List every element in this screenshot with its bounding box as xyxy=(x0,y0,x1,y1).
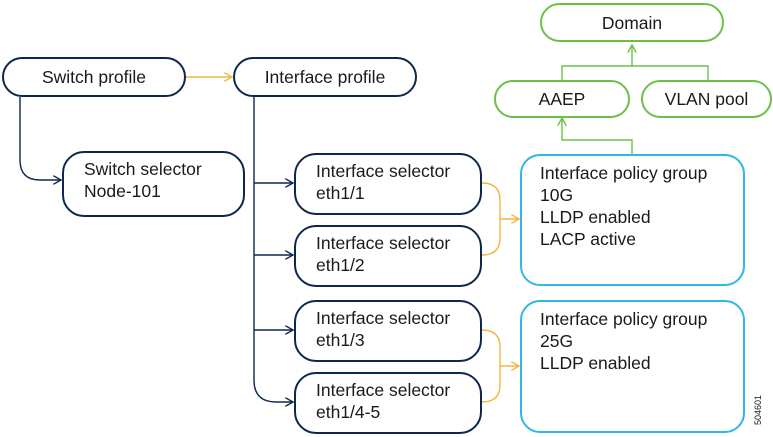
interface-profile-label: Interface profile xyxy=(264,67,386,87)
interface-selector-port: eth1/4-5 xyxy=(316,402,381,422)
switch-profile-label: Switch profile xyxy=(41,67,147,87)
connector-aaep-vlan-to-domain xyxy=(561,65,709,80)
switch-selector-title: Switch selector xyxy=(84,159,202,179)
policy-group-speed: 25G xyxy=(540,331,574,351)
interface-selector-port: eth1/3 xyxy=(316,330,365,350)
interface-selector-title: Interface selector xyxy=(316,161,451,181)
policy-group-title: Interface policy group xyxy=(540,309,708,329)
interface-selector-port: eth1/2 xyxy=(316,255,365,275)
vlan-pool-label: VLAN pool xyxy=(664,89,749,109)
bracket-selectors-to-policy-25g xyxy=(481,329,501,403)
policy-group-25g: Interface policy group 25G LLDP enabled xyxy=(520,300,745,433)
aaep-node: AAEP xyxy=(494,80,630,118)
domain-label: Domain xyxy=(601,12,663,33)
interface-profile-node: Interface profile xyxy=(233,57,417,97)
interface-selector-eth1-4-5: Interface selector eth1/4-5 xyxy=(294,372,482,434)
policy-group-speed: 10G xyxy=(540,185,574,205)
policy-group-lacp: LACP active xyxy=(540,229,636,249)
aaep-label: AAEP xyxy=(538,89,586,109)
domain-node: Domain xyxy=(540,3,724,42)
connector-policy-to-aaep xyxy=(562,118,633,154)
switch-profile-node: Switch profile xyxy=(2,57,186,97)
connector-switch-profile-to-selector xyxy=(19,97,61,180)
figure-id: 504601 xyxy=(753,394,763,425)
switch-selector-node-id: Node-101 xyxy=(84,181,161,201)
interface-selector-port: eth1/1 xyxy=(316,183,365,203)
interface-selector-eth1-1: Interface selector eth1/1 xyxy=(294,153,482,215)
interface-selector-title: Interface selector xyxy=(316,380,451,400)
policy-group-lldp: LLDP enabled xyxy=(540,207,651,227)
switch-selector-node: Switch selector Node-101 xyxy=(62,151,245,217)
policy-group-10g: Interface policy group 10G LLDP enabled … xyxy=(520,154,745,286)
interface-selector-title: Interface selector xyxy=(316,308,451,328)
policy-group-lldp: LLDP enabled xyxy=(540,353,651,373)
policy-group-title: Interface policy group xyxy=(540,163,708,183)
interface-selector-eth1-2: Interface selector eth1/2 xyxy=(294,225,482,287)
interface-selector-title: Interface selector xyxy=(316,233,451,253)
connector-interface-profile-trunk xyxy=(253,97,293,402)
interface-selector-eth1-3: Interface selector eth1/3 xyxy=(294,300,482,362)
vlan-pool-node: VLAN pool xyxy=(641,80,772,118)
bracket-selectors-to-policy-10g xyxy=(481,182,501,256)
